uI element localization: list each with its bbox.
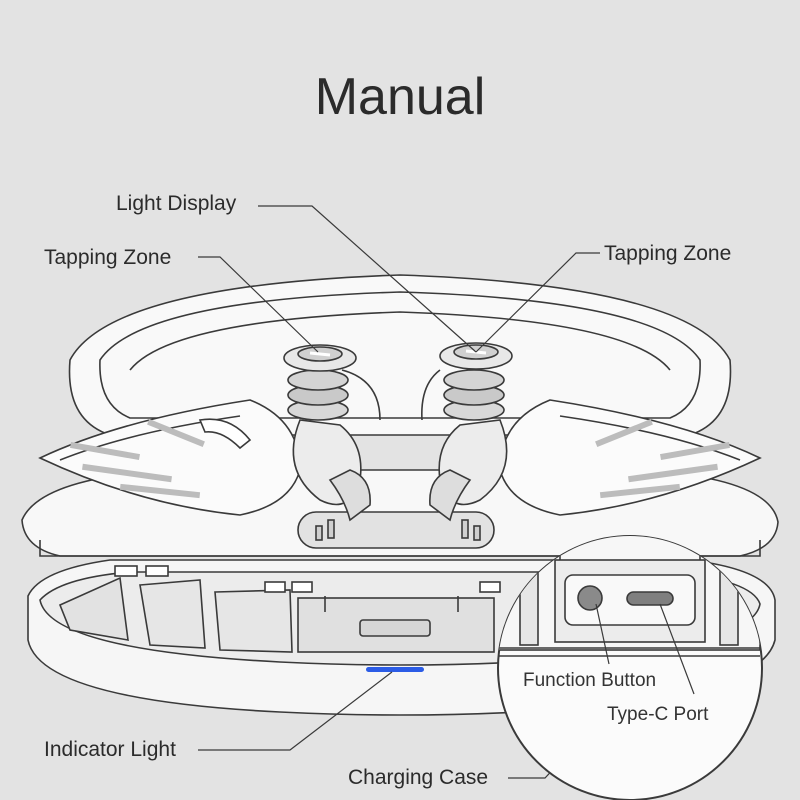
label-indicator-light: Indicator Light bbox=[44, 738, 176, 761]
function-button-detail bbox=[577, 585, 603, 611]
leader-tapping-zone-left bbox=[198, 256, 319, 353]
type-c-port-detail bbox=[626, 591, 674, 606]
label-type-c-port: Type-C Port bbox=[607, 704, 709, 725]
leader-light-display bbox=[258, 205, 477, 353]
label-charging-case: Charging Case bbox=[348, 766, 488, 789]
indicator-light bbox=[366, 667, 424, 672]
case-top-lid bbox=[68, 274, 732, 436]
leader-tapping-zone-right bbox=[475, 252, 600, 353]
left-wing-tip bbox=[38, 399, 301, 516]
label-function-button: Function Button bbox=[523, 670, 656, 691]
right-earbud bbox=[421, 342, 513, 522]
left-earbud bbox=[283, 344, 381, 522]
right-wing-tip bbox=[499, 399, 762, 516]
leader-function-button bbox=[595, 603, 610, 665]
leader-type-c-port bbox=[659, 603, 695, 695]
label-tapping-zone-right: Tapping Zone bbox=[604, 242, 731, 265]
leader-indicator-light bbox=[198, 671, 393, 751]
page-title: Manual bbox=[315, 68, 486, 126]
label-tapping-zone-left: Tapping Zone bbox=[44, 246, 171, 269]
label-light-display: Light Display bbox=[116, 192, 237, 215]
